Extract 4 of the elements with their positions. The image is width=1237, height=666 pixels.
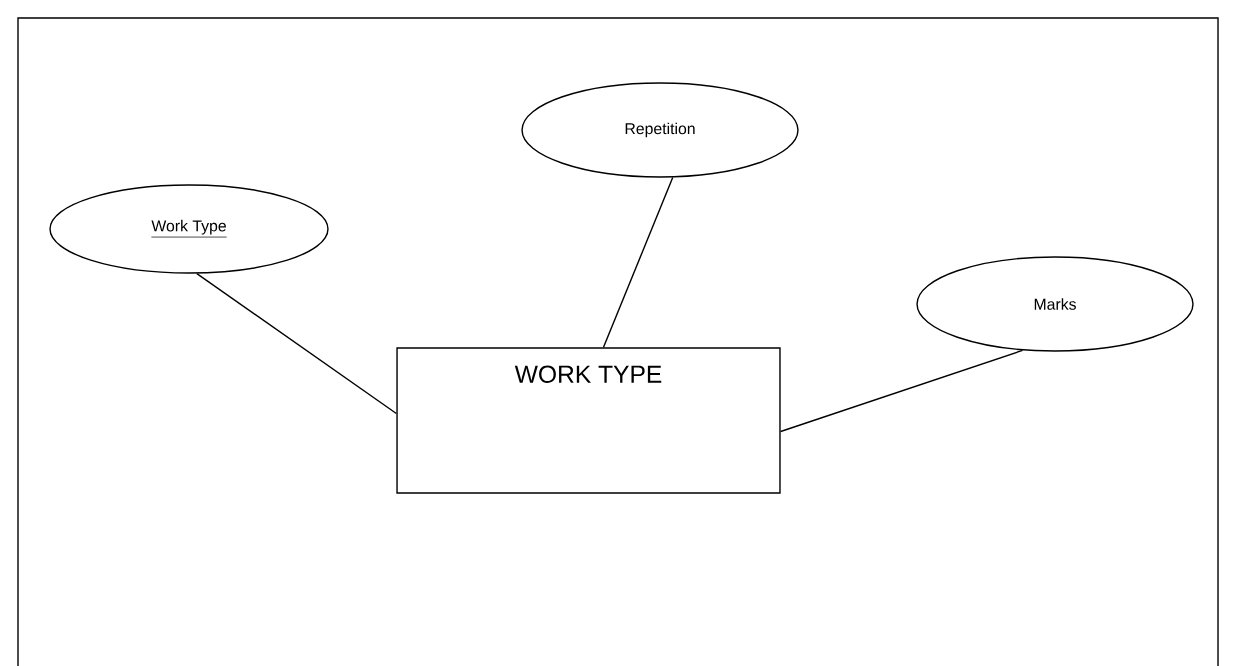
connector-line bbox=[602, 176, 674, 348]
entity-box: WORK TYPE bbox=[396, 347, 781, 494]
connector-line bbox=[196, 272, 398, 415]
connector-line bbox=[779, 349, 1024, 433]
